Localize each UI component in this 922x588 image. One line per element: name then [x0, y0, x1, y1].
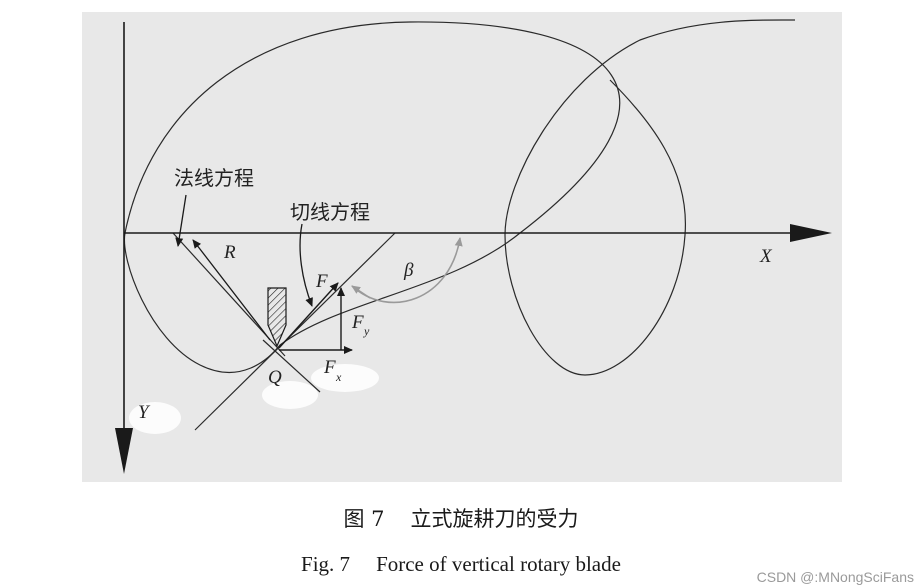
watermark: CSDN @:MNongSciFans: [756, 569, 914, 585]
scan-highlight-fx: [311, 364, 379, 392]
caption-chinese: 图 7 立式旋耕刀的受力: [0, 503, 922, 533]
caption-en-text: Force of vertical rotary blade: [376, 552, 621, 576]
scan-highlight-y: [129, 402, 181, 434]
tangent-lower-extension: [262, 339, 321, 393]
force-Fy-label: F: [351, 312, 364, 333]
force-Fx-subscript: x: [335, 370, 342, 384]
scan-highlight-q: [262, 381, 318, 409]
caption-cn-number: 图 7: [343, 507, 385, 531]
trochoid-loop: [504, 19, 796, 236]
force-F-arrow: [278, 282, 339, 349]
tangent-eq-label: 切线方程: [290, 200, 370, 224]
diagram-background: [82, 12, 842, 482]
force-Fy-subscript: y: [363, 324, 370, 338]
x-axis-arrowhead: [790, 224, 832, 242]
caption-en-number: Fig. 7: [301, 552, 351, 576]
trochoid-loop-lower: [504, 79, 686, 376]
radius-arrow: [192, 239, 271, 341]
point-Q-label: Q: [268, 367, 282, 388]
y-axis-arrowhead: [115, 428, 133, 474]
radius-label: R: [223, 242, 236, 263]
caption-cn-text: 立式旋耕刀的受力: [410, 507, 579, 531]
normal-eq-label: 法线方程: [174, 166, 254, 190]
blade-body: [267, 287, 287, 348]
force-Fx-label: F: [323, 357, 336, 378]
y-axis-label: Y: [138, 402, 151, 423]
force-diagram: 法线方程 切线方程 R F F y F x Q β X Y: [82, 12, 842, 482]
force-F-label: F: [315, 271, 328, 292]
tangent-eq-pointer: [299, 223, 313, 307]
beta-angle-arc-start: [351, 285, 371, 299]
beta-angle-label: β: [403, 260, 414, 281]
caption-english: Fig. 7 Force of vertical rotary blade: [0, 552, 922, 577]
x-axis-label: X: [759, 246, 773, 267]
tangent-line: [194, 232, 396, 431]
normal-eq-pointer: [175, 194, 187, 247]
